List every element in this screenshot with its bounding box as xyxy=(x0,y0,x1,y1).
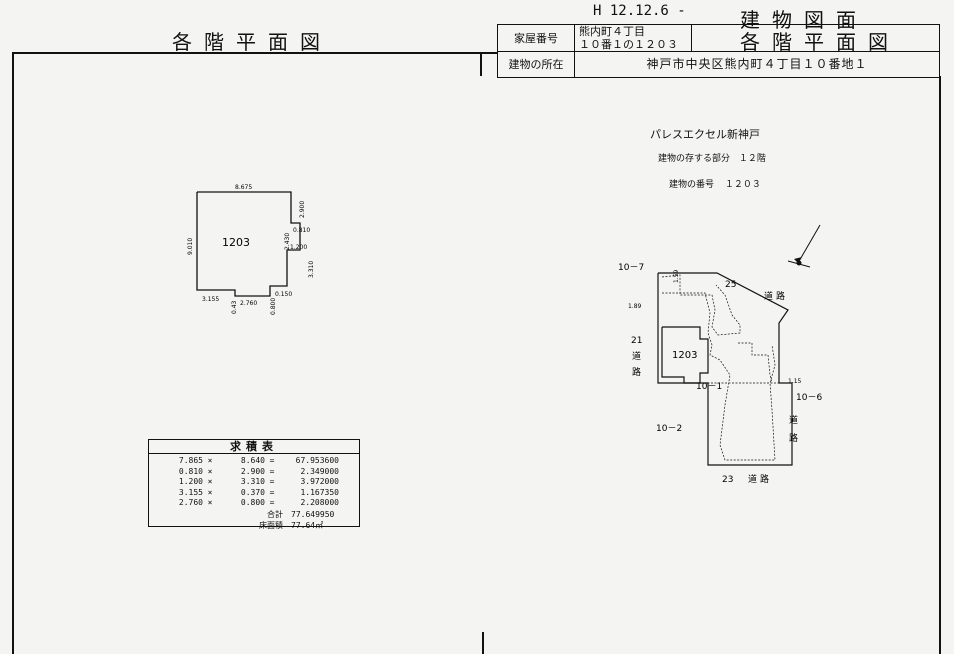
dim-b2: 0.43 xyxy=(231,300,238,314)
area-row-eq: = xyxy=(269,498,275,507)
area-table-title: 求積表 xyxy=(149,440,359,454)
frame-center-mark xyxy=(482,632,484,654)
area-row-a: 1.200 xyxy=(178,477,203,486)
dim-r2: 0.810 xyxy=(293,227,310,234)
parcel-10-6: 10－6 xyxy=(796,393,822,403)
house-number-value: 熊内町４丁目 １０番１の１２０３ xyxy=(574,24,692,52)
site-plan-unit-label: 1203 xyxy=(672,350,697,361)
parcel-10-7: 10－7 xyxy=(618,263,644,273)
floor-plan-unit-label: 1203 xyxy=(222,236,250,249)
frame-center-top xyxy=(480,52,482,76)
dim-b1: 3.155 xyxy=(202,296,219,303)
site-plan-drawing: 1203 10－7 10－1 10－2 10－6 25 道 路 21 道 路 道… xyxy=(618,224,822,485)
left-page-title: 各階平面図 xyxy=(172,30,332,54)
number-label: 建物の番号 xyxy=(669,180,715,190)
house-number-label: 家屋番号 xyxy=(497,24,575,52)
road-23-char-1: 道 xyxy=(748,473,757,485)
location-label: 建物の所在 xyxy=(497,51,575,78)
area-row-a: 0.810 xyxy=(178,466,203,476)
floor-plan-drawing: 1203 8.675 9.010 2.900 0.810 2.430 1.200… xyxy=(187,184,315,315)
road-25-char-1: 道 xyxy=(764,290,773,302)
area-row-eq: = xyxy=(269,477,275,486)
header-info-table: 家屋番号 熊内町４丁目 １０番１の１２０３ 建物の所在 神戸市中央区熊内町４丁目… xyxy=(497,24,940,78)
road-east-char-1: 道 xyxy=(789,414,798,426)
area-row-op: × xyxy=(207,466,213,476)
frame-left xyxy=(12,52,14,654)
road-21-number: 21 xyxy=(631,336,642,346)
house-number-value-line2: １０番１の１２０３ xyxy=(579,38,678,51)
handwritten-date: H 12.12.6 - xyxy=(593,3,686,19)
header-blank-cell xyxy=(691,24,940,52)
total-value: 77.649950 xyxy=(291,509,335,519)
dim-b4: 0.800 xyxy=(270,298,277,315)
area-calculation-table: 求積表 7.865 × 8.640 = 67.953600 0.810 × 2.900 = 2.3… xyxy=(148,439,360,530)
area-row-r: 1.167350 xyxy=(300,487,339,497)
road-25-number: 25 xyxy=(725,280,736,290)
dim-r3: 2.430 xyxy=(284,233,291,250)
area-row-b: 0.370 xyxy=(240,487,265,497)
total-label: 合計 xyxy=(267,509,283,519)
area-row-r: 3.972000 xyxy=(300,477,339,486)
area-row-b: 3.310 xyxy=(240,477,265,486)
area-row: 1.200 × 3.310 = 3.972000 xyxy=(155,477,353,488)
dim-b3: 2.760 xyxy=(240,300,257,307)
road-23-char-2: 路 xyxy=(760,473,769,485)
area-row-a: 2.760 xyxy=(178,498,203,507)
floor-value: １２階 xyxy=(738,154,766,164)
area-row-eq: = xyxy=(269,456,275,465)
location-value: 神戸市中央区熊内町４丁目１０番地１ xyxy=(574,51,940,78)
area-row: 7.865 × 8.640 = 67.953600 xyxy=(155,456,353,467)
area-row-op: × xyxy=(207,477,213,486)
parcel-10-2: 10－2 xyxy=(656,424,682,434)
dim-top: 8.675 xyxy=(235,184,252,191)
dim-r5: 3.310 xyxy=(308,261,315,278)
house-number-value-line1: 熊内町４丁目 xyxy=(579,25,645,38)
floor-label: 建物の存する部分 xyxy=(658,154,731,164)
floor-info: 建物の存する部分 １２階 xyxy=(658,151,766,164)
road-east-char-2: 路 xyxy=(789,432,798,444)
area-row-eq: = xyxy=(269,487,275,497)
building-name: パレスエクセル新神戸 xyxy=(650,128,760,141)
dim-1-89: 1.89 xyxy=(628,303,642,310)
road-23-number: 23 xyxy=(722,475,733,485)
road-21-char-2: 路 xyxy=(632,366,641,378)
road-25-char-2: 路 xyxy=(776,290,785,302)
frame-top-left xyxy=(12,52,498,54)
dim-b5: 0.150 xyxy=(275,291,292,298)
area-row-a: 3.155 xyxy=(178,487,203,497)
area-row-op: × xyxy=(207,487,213,497)
frame-right xyxy=(939,76,941,654)
parcel-10-1: 10－1 xyxy=(696,382,722,392)
dim-left: 9.010 xyxy=(187,238,194,255)
area-row-r: 2.208000 xyxy=(300,498,339,507)
area-table-floor-area: 床面積 77.64㎡ xyxy=(149,520,359,531)
number-value: １２０３ xyxy=(724,180,761,190)
area-table-total: 合計 77.649950 xyxy=(149,509,359,520)
dim-r4: 1.200 xyxy=(290,244,307,251)
north-arrow-icon xyxy=(787,224,821,268)
dim-1-15: 1.15 xyxy=(788,378,802,385)
floor-area-label: 床面積 xyxy=(259,520,283,530)
area-row-b: 2.900 xyxy=(240,466,265,476)
area-row: 3.155 × 0.370 = 1.167350 xyxy=(155,488,353,499)
area-row-a: 7.865 xyxy=(178,456,203,465)
area-table-rows: 7.865 × 8.640 = 67.953600 0.810 × 2.900 = 2.34900… xyxy=(149,454,359,509)
area-row-eq: = xyxy=(269,466,275,476)
area-row-b: 8.640 xyxy=(240,456,265,465)
area-row: 2.760 × 0.800 = 2.208000 xyxy=(155,498,353,509)
area-row-r: 2.349000 xyxy=(300,466,339,476)
dim-r1: 2.900 xyxy=(299,201,306,218)
area-row: 0.810 × 2.900 = 2.349000 xyxy=(155,467,353,478)
area-row-b: 0.800 xyxy=(240,498,265,507)
number-info: 建物の番号 １２０３ xyxy=(669,177,761,190)
area-row-r: 67.953600 xyxy=(295,456,339,465)
floor-area-value: 77.64㎡ xyxy=(291,520,324,530)
road-21-char-1: 道 xyxy=(632,350,641,362)
area-row-op: × xyxy=(207,456,213,465)
dim-1-59: 1.59 xyxy=(673,269,680,283)
area-row-op: × xyxy=(207,498,213,507)
